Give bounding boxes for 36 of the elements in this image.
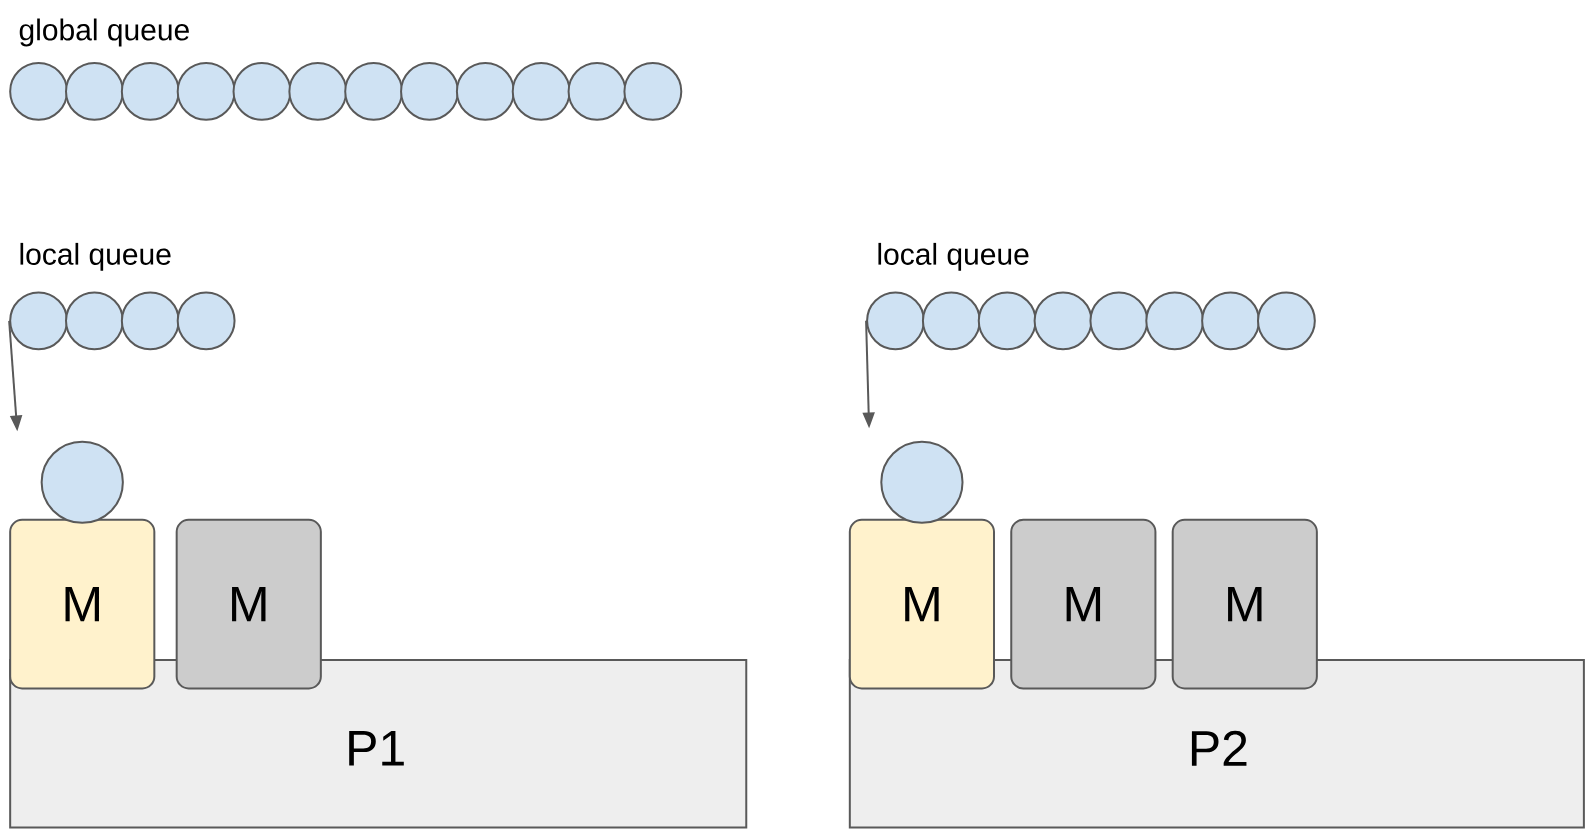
- goroutine-circle: [9, 61, 69, 121]
- machine-box: M: [175, 518, 322, 690]
- goroutine-circle: [65, 291, 124, 351]
- goroutine-circle: [176, 291, 236, 351]
- machine-box: M: [9, 518, 156, 690]
- goroutine-circle: [1145, 291, 1205, 351]
- goroutine-circle: [9, 291, 69, 351]
- goroutine-circle: [1033, 291, 1093, 351]
- goroutine-circle: [567, 61, 627, 121]
- goroutine-circle: [400, 61, 459, 121]
- queue-label: local queue: [20, 242, 171, 271]
- goroutine-circle: [1256, 291, 1316, 351]
- goroutine-circle: [455, 61, 515, 121]
- processor-box: P2: [848, 658, 1585, 829]
- goroutine-circle: [1201, 291, 1260, 351]
- machine-box: M: [1010, 518, 1157, 690]
- queue-label: global queue: [19, 18, 189, 47]
- goroutine-circle: [880, 440, 964, 524]
- goroutine-circle: [120, 291, 180, 351]
- machine-box: M: [1171, 518, 1318, 690]
- goroutine-circle: [65, 61, 124, 121]
- processor-box: P1: [9, 658, 748, 829]
- goroutine-circle: [120, 61, 180, 121]
- goroutine-circle: [921, 291, 981, 351]
- goroutine-circle: [977, 291, 1037, 351]
- goroutine-circle: [40, 440, 124, 524]
- goroutine-circle: [866, 291, 925, 351]
- goroutine-circle: [344, 61, 404, 121]
- goroutine-circle: [511, 61, 571, 121]
- goroutine-circle: [176, 61, 236, 121]
- queue-label: local queue: [878, 242, 1029, 271]
- goroutine-circle: [1089, 291, 1149, 351]
- machine-box: M: [848, 518, 995, 690]
- goroutine-circle: [623, 61, 683, 121]
- goroutine-circle: [288, 61, 348, 121]
- goroutine-circle: [232, 61, 292, 121]
